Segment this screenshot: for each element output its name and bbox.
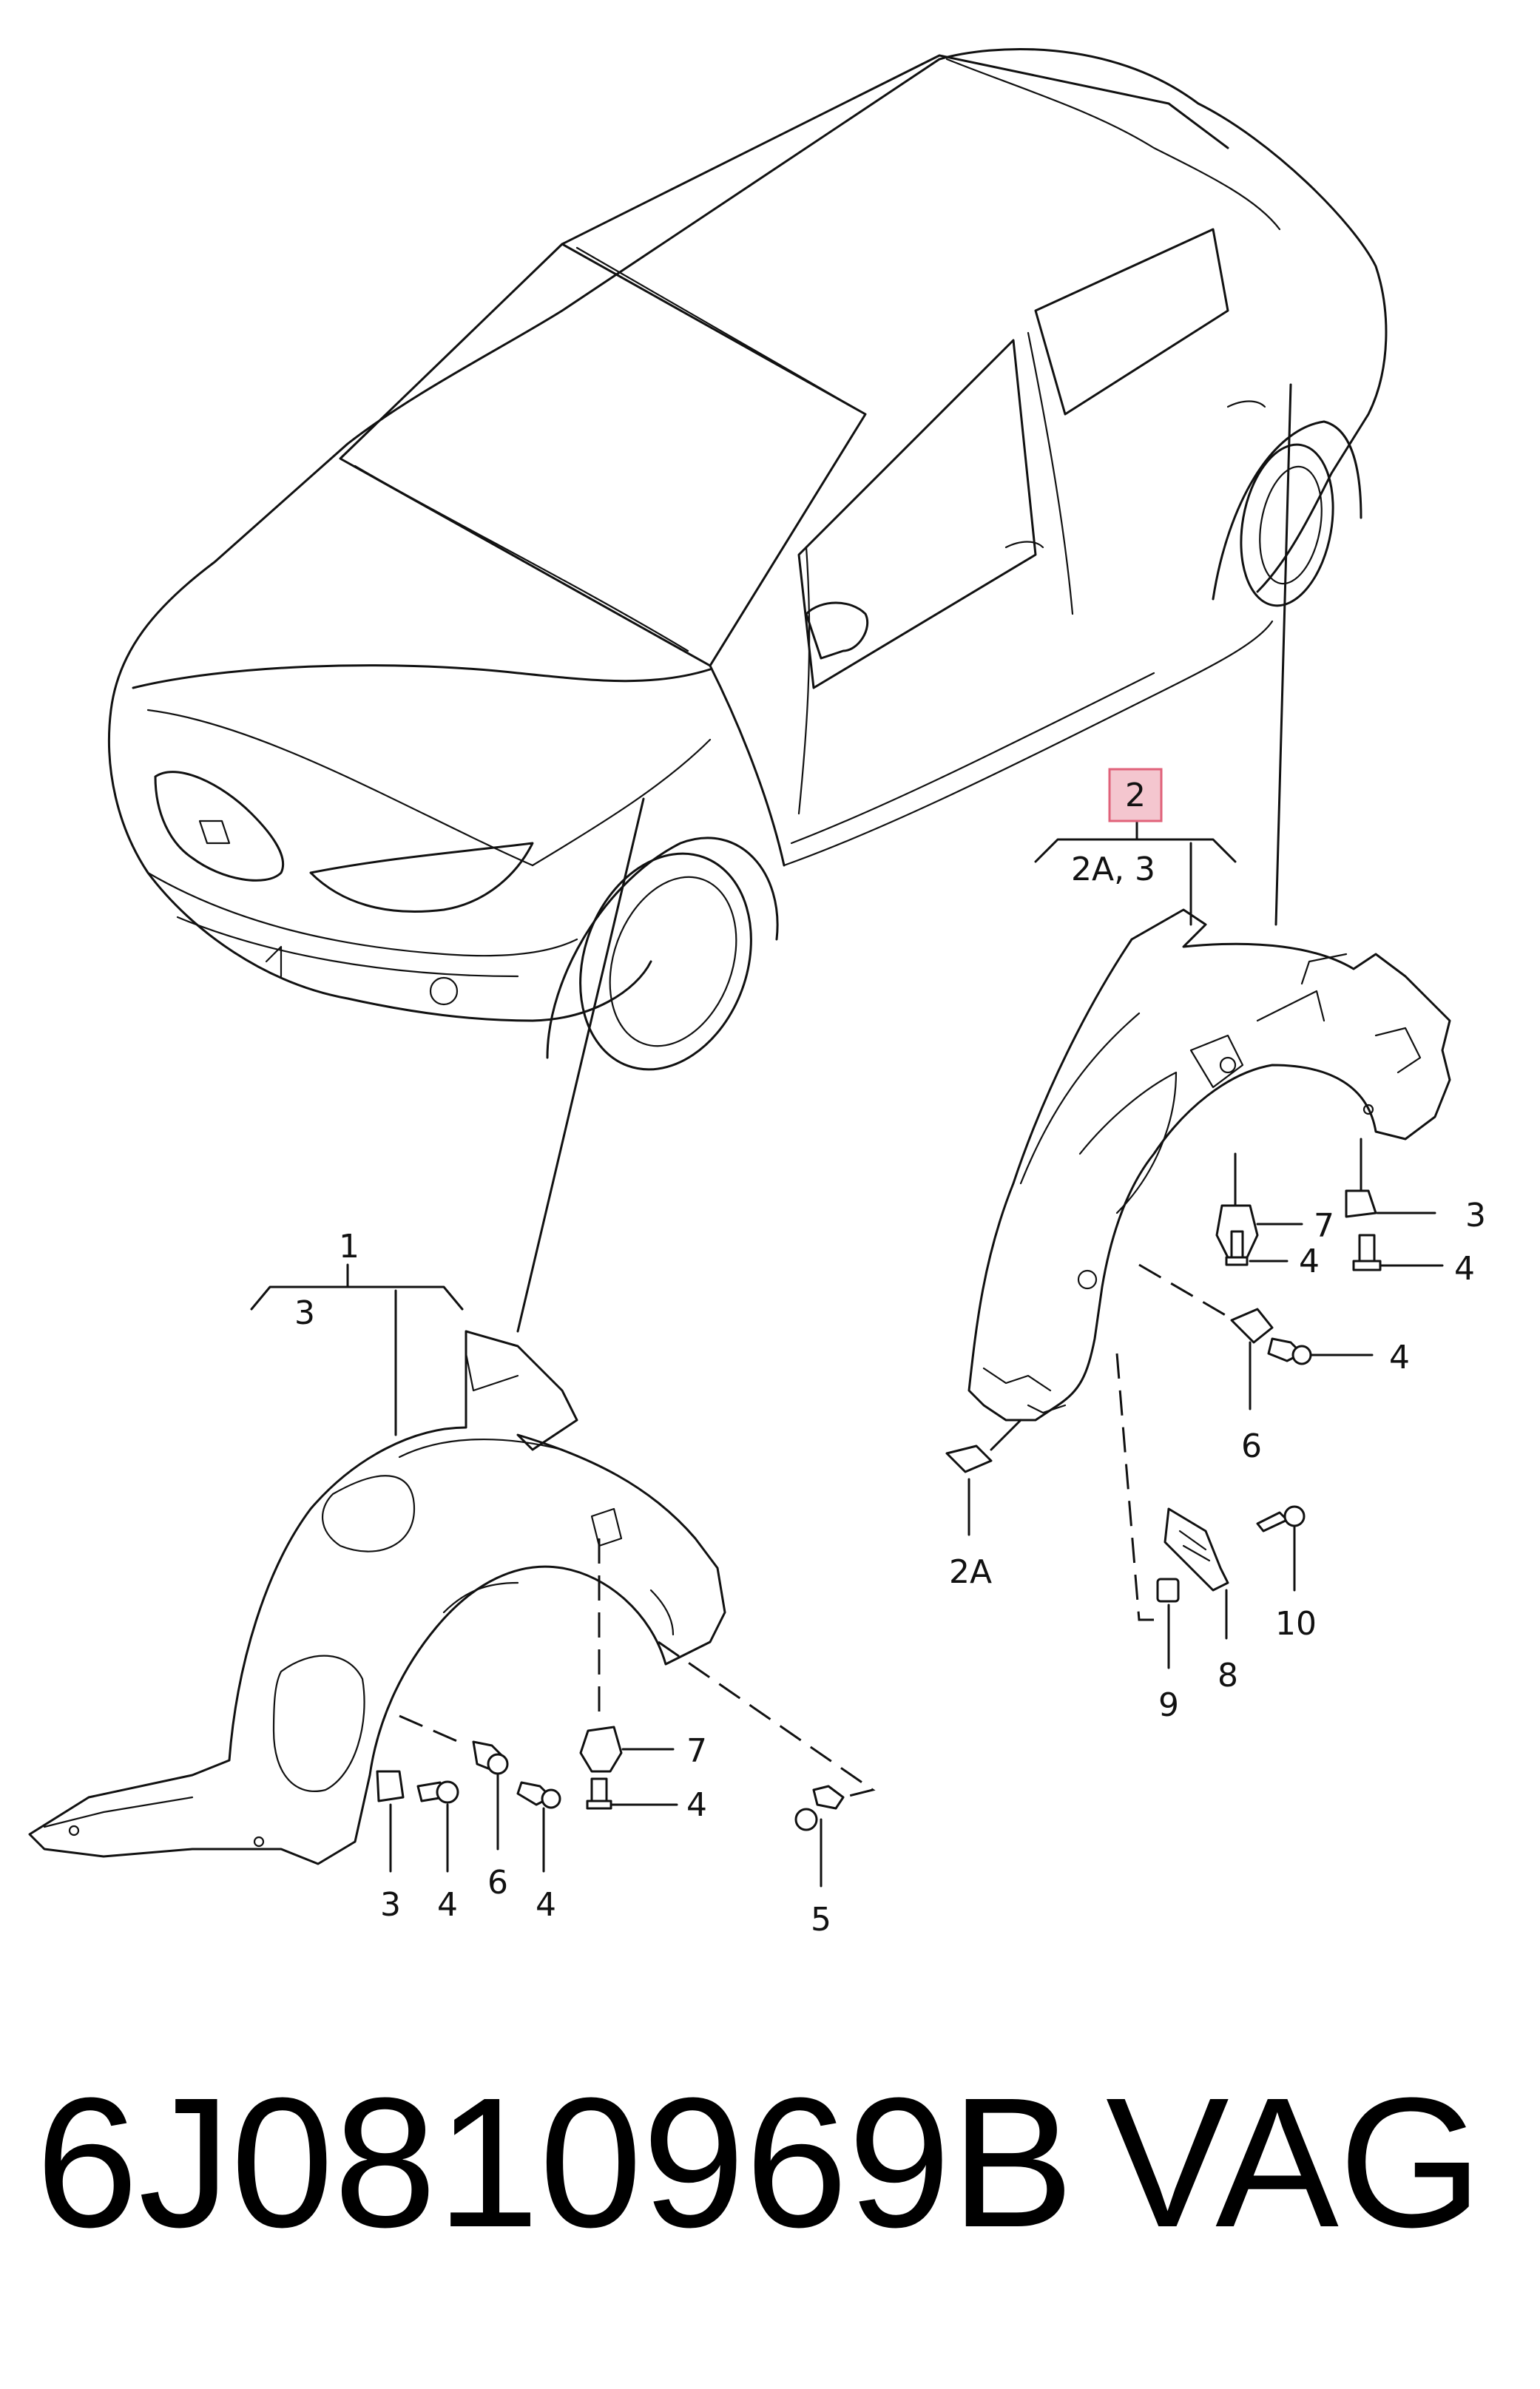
label-right-4b: 4	[1454, 1250, 1475, 1288]
label-right-4c: 4	[1389, 1339, 1410, 1376]
label-left-4b: 4	[437, 1886, 458, 1924]
label-2a-3: 2A, 3	[1071, 851, 1155, 888]
bracket-1	[250, 1285, 464, 1311]
label-right-2a: 2A	[949, 1553, 992, 1591]
label-right-10: 10	[1275, 1605, 1317, 1643]
leader-left	[516, 797, 645, 1333]
brand-name: VAG	[1106, 2059, 1482, 2265]
label-right-8: 8	[1218, 1657, 1238, 1694]
leader-right	[1274, 383, 1292, 926]
part-number: 6J0810969B	[36, 2059, 1074, 2265]
bracket-2	[1034, 838, 1237, 863]
label-part-2[interactable]: 2	[1125, 777, 1146, 814]
label-left-6: 6	[487, 1864, 508, 1902]
right-wheel-arch-liner	[967, 908, 1451, 1422]
label-left-5: 5	[811, 1901, 831, 1939]
label-left-4a: 4	[686, 1786, 707, 1824]
car-illustration	[107, 48, 1388, 1071]
label-right-3: 3	[1465, 1197, 1486, 1234]
label-right-6: 6	[1241, 1427, 1262, 1465]
right-fasteners	[945, 1138, 1444, 1669]
label-right-7: 7	[1314, 1207, 1334, 1245]
label-left-4c: 4	[536, 1886, 556, 1924]
label-sub-3: 3	[294, 1294, 315, 1332]
left-fasteners	[376, 1538, 876, 1888]
label-left-3: 3	[380, 1886, 401, 1924]
label-part-1[interactable]: 1	[339, 1228, 359, 1266]
label-left-7: 7	[686, 1732, 707, 1770]
part-2-highlight[interactable]	[1108, 768, 1163, 822]
label-right-9: 9	[1158, 1686, 1179, 1724]
label-right-4a: 4	[1299, 1243, 1320, 1280]
left-wheel-arch-liner	[28, 1330, 726, 1865]
